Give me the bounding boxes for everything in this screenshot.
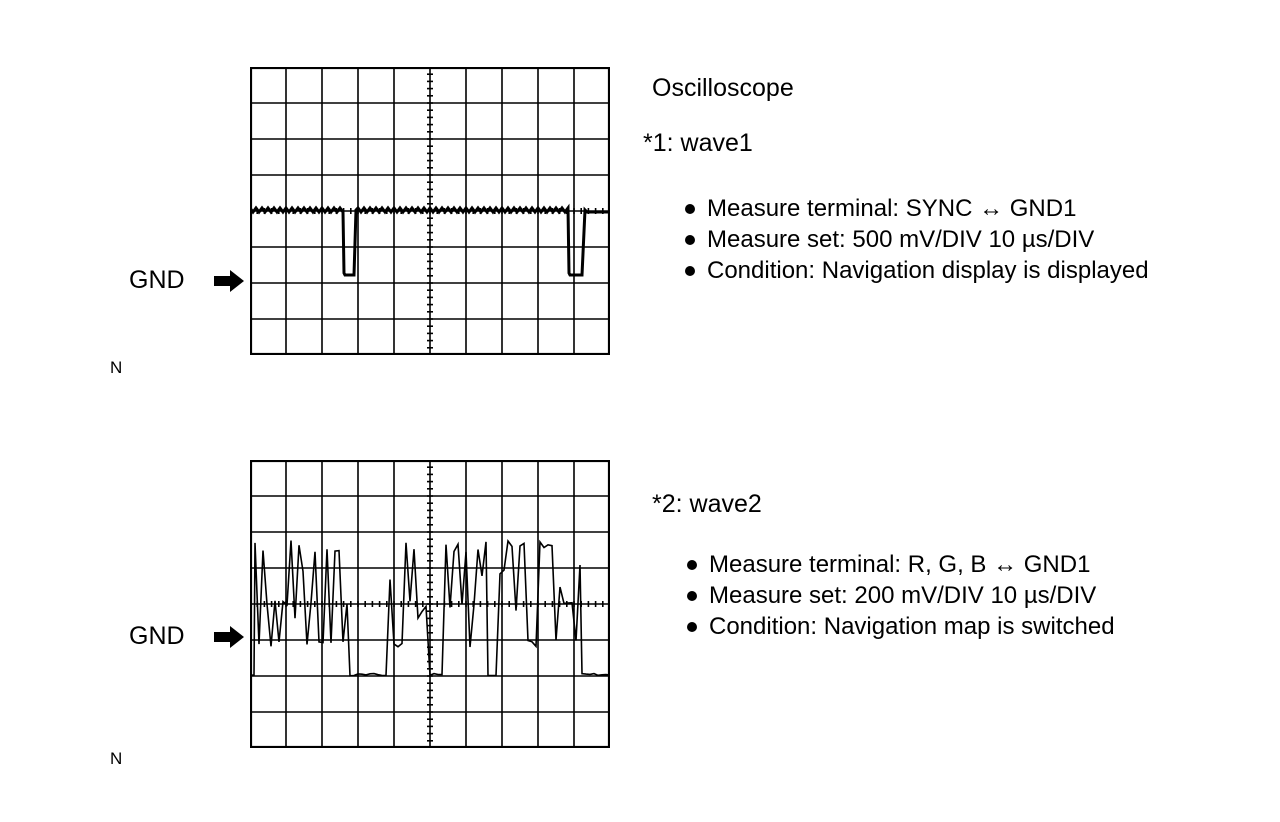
bullet-icon — [687, 559, 697, 570]
corner-mark: N — [110, 749, 123, 768]
oscilloscope-screen-wave2 — [250, 460, 610, 748]
gnd-marker-wave1: GND — [129, 266, 245, 295]
wave2-trace — [250, 538, 610, 677]
spec-text: Condition: Navigation map is switched — [709, 612, 1115, 640]
wave1-spec-list: Measure terminal: SYNC ↔ GND1 Measure se… — [685, 193, 1149, 286]
list-item: Measure set: 500 mV/DIV 10 µs/DIV — [685, 224, 1149, 255]
bullet-icon — [687, 621, 697, 632]
spec-text: Measure terminal: R, G, B ↔ GND1 — [709, 550, 1091, 578]
diagram-title: Oscilloscope — [652, 74, 794, 102]
spec-text: Condition: Navigation display is display… — [707, 256, 1149, 284]
list-item: Measure terminal: SYNC ↔ GND1 — [685, 193, 1149, 224]
right-arrow-icon — [214, 269, 244, 292]
list-item: Condition: Navigation map is switched — [687, 611, 1115, 642]
bullet-icon — [685, 203, 695, 214]
bullet-icon — [685, 265, 695, 276]
list-item: Measure set: 200 mV/DIV 10 µs/DIV — [687, 580, 1115, 611]
oscilloscope-screen-wave1 — [250, 67, 610, 355]
wave1-graticule — [250, 67, 610, 355]
list-item: Measure terminal: R, G, B ↔ GND1 — [687, 549, 1115, 580]
right-arrow-icon — [214, 625, 244, 648]
wave1-heading: *1: wave1 — [643, 129, 753, 157]
gnd-marker-wave2: GND — [129, 622, 245, 651]
list-item: Condition: Navigation display is display… — [685, 255, 1149, 286]
spec-text: Measure terminal: SYNC ↔ GND1 — [707, 194, 1077, 222]
spec-text: Measure set: 500 mV/DIV 10 µs/DIV — [707, 225, 1095, 253]
wave2-spec-list: Measure terminal: R, G, B ↔ GND1 Measure… — [687, 549, 1115, 642]
wave2-graticule — [250, 460, 610, 748]
wave1-trace — [250, 203, 608, 277]
gnd-label: GND — [129, 622, 185, 650]
spec-text: Measure set: 200 mV/DIV 10 µs/DIV — [709, 581, 1097, 609]
corner-mark: N — [110, 358, 123, 377]
gnd-label: GND — [129, 266, 185, 294]
bullet-icon — [685, 234, 695, 245]
bullet-icon — [687, 590, 697, 601]
wave2-heading: *2: wave2 — [652, 490, 762, 518]
